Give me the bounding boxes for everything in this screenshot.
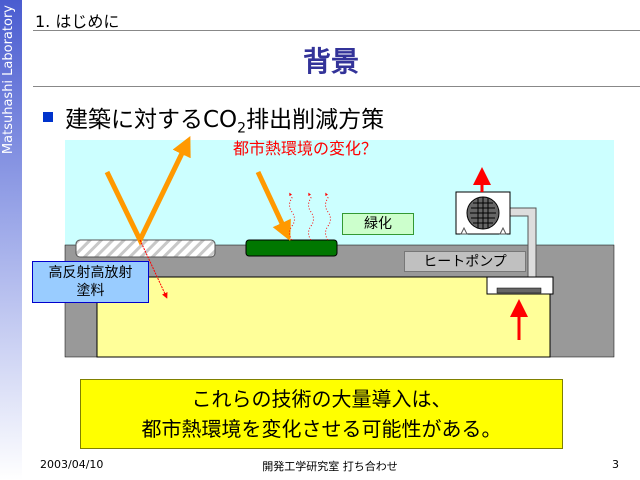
greening-panel (245, 239, 338, 257)
sidebar-band (0, 0, 22, 480)
footer-date: 2003/04/10 (40, 458, 104, 471)
section-heading: 1. はじめに (35, 12, 120, 31)
question-label: 都市熱環境の変化？ (232, 139, 377, 158)
greening-label: 緑化 (342, 213, 414, 235)
callout-line: 都市熱環境を変化させる可能性がある。 (141, 417, 502, 441)
footer-title: 開発工学研究室 打ち合わせ (262, 460, 398, 473)
coating-label-line: 高反射高放射 (48, 265, 133, 281)
divider (33, 30, 640, 31)
bullet-text-part: 排出削減方策 (246, 107, 385, 133)
reflective-coating-panel (75, 239, 216, 258)
subscript: 2 (237, 120, 247, 137)
page-number: 3 (612, 458, 619, 471)
bullet-icon (43, 112, 53, 122)
bullet-text: 建築に対するCO2排出削減方策 (65, 100, 384, 137)
divider (33, 86, 640, 87)
coating-label: 高反射高放射塗料 (32, 261, 149, 303)
heatpump-label: ヒートポンプ (404, 251, 526, 272)
heat-waves (289, 192, 331, 241)
building (96, 276, 551, 358)
conclusion-callout: これらの技術の大量導入は、都市熱環境を変化させる可能性がある。 (80, 379, 563, 449)
heat-arrow (139, 239, 168, 299)
callout-line: これらの技術の大量導入は、 (191, 387, 452, 411)
coating-label-line: 塗料 (76, 283, 105, 299)
bullet-text-part: 建築に対するCO (65, 107, 238, 133)
sunlight-arrow (255, 170, 291, 242)
slide-title: 背景 (302, 45, 359, 78)
